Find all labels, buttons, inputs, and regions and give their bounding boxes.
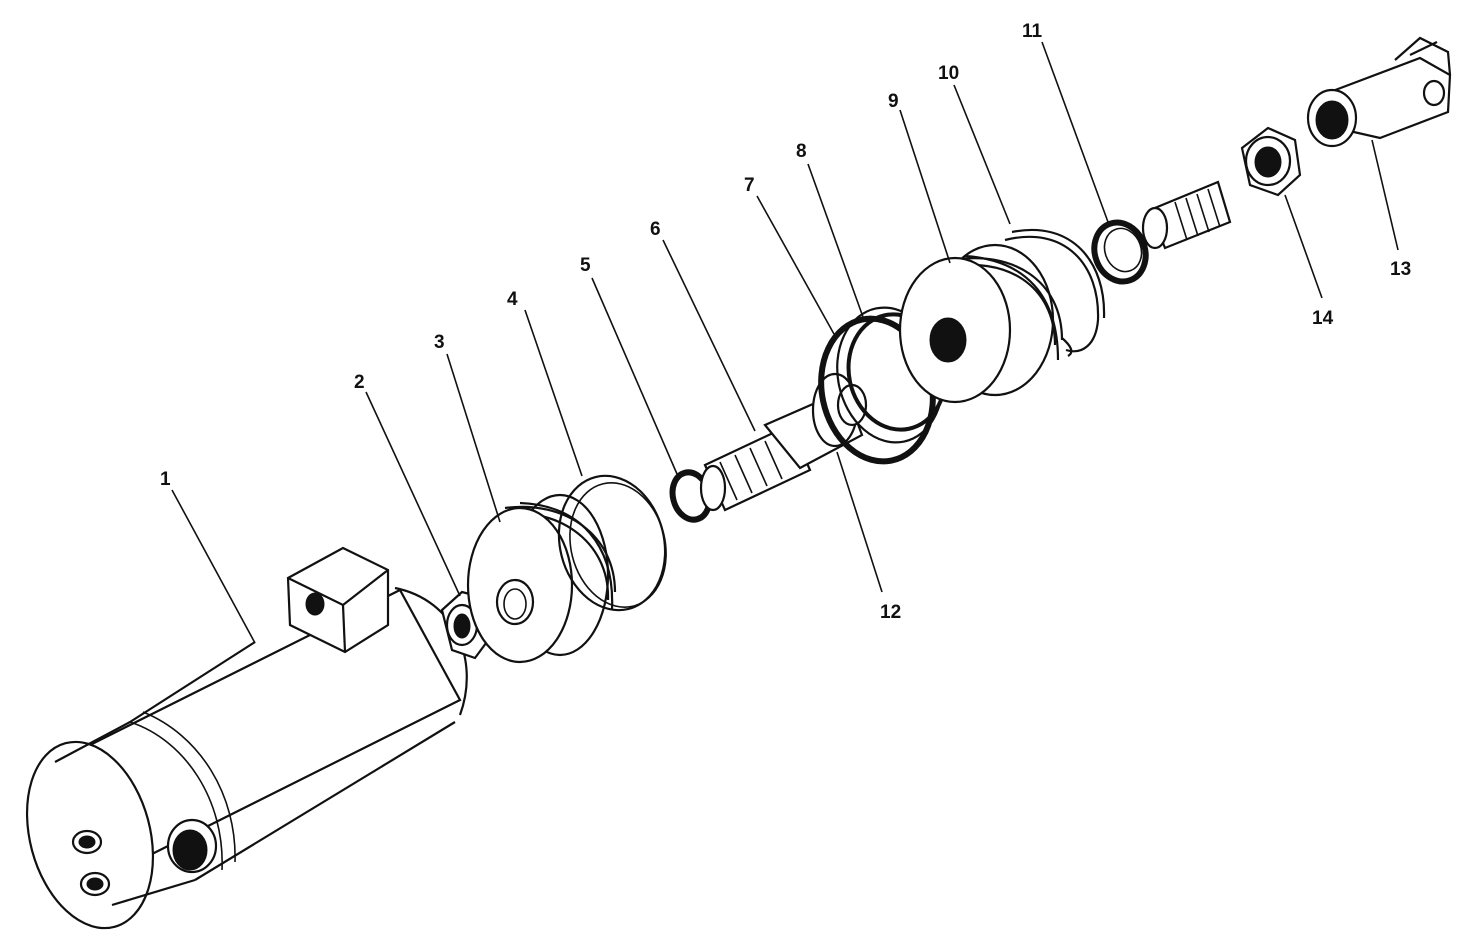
leader-10 (953, 84, 1011, 225)
part-threaded-stud (1141, 180, 1232, 250)
callout-6: 6 (650, 219, 661, 240)
callout-10: 10 (938, 63, 960, 84)
leader-14 (1284, 194, 1323, 299)
callout-2: 2 (354, 372, 365, 393)
leader-1 (171, 489, 256, 644)
part-9-gland (898, 243, 1064, 404)
callout-1: 1 (160, 469, 171, 490)
leader-7 (756, 195, 835, 335)
part-11-washer (1091, 219, 1149, 285)
leader-9 (899, 109, 951, 264)
leader-lines (171, 41, 1399, 644)
leader-11 (1041, 41, 1109, 223)
callout-9: 9 (888, 91, 899, 112)
callout-12: 12 (880, 602, 902, 623)
callout-3: 3 (434, 332, 445, 353)
part-3-piston (466, 493, 617, 664)
callout-11: 11 (1022, 21, 1043, 42)
callout-7: 7 (744, 175, 755, 196)
leader-3 (446, 353, 501, 523)
part-13-clevis (1306, 36, 1452, 148)
callout-13: 13 (1390, 259, 1412, 280)
leader-2 (365, 391, 461, 597)
leader-12 (836, 451, 883, 593)
leader-6 (662, 239, 756, 432)
leader-5 (591, 277, 678, 475)
part-10-snap-ring (1004, 228, 1106, 357)
callout-5: 5 (580, 255, 591, 276)
leader-4 (524, 309, 583, 477)
callout-8: 8 (796, 141, 807, 162)
leader-8 (807, 163, 864, 318)
callout-4: 4 (507, 289, 518, 310)
part-1-cylinder-body (25, 546, 468, 930)
callout-14: 14 (1312, 308, 1334, 329)
part-4-ring (557, 474, 667, 612)
leader-13 (1371, 139, 1399, 251)
part-14-hex-nut (1240, 126, 1302, 197)
